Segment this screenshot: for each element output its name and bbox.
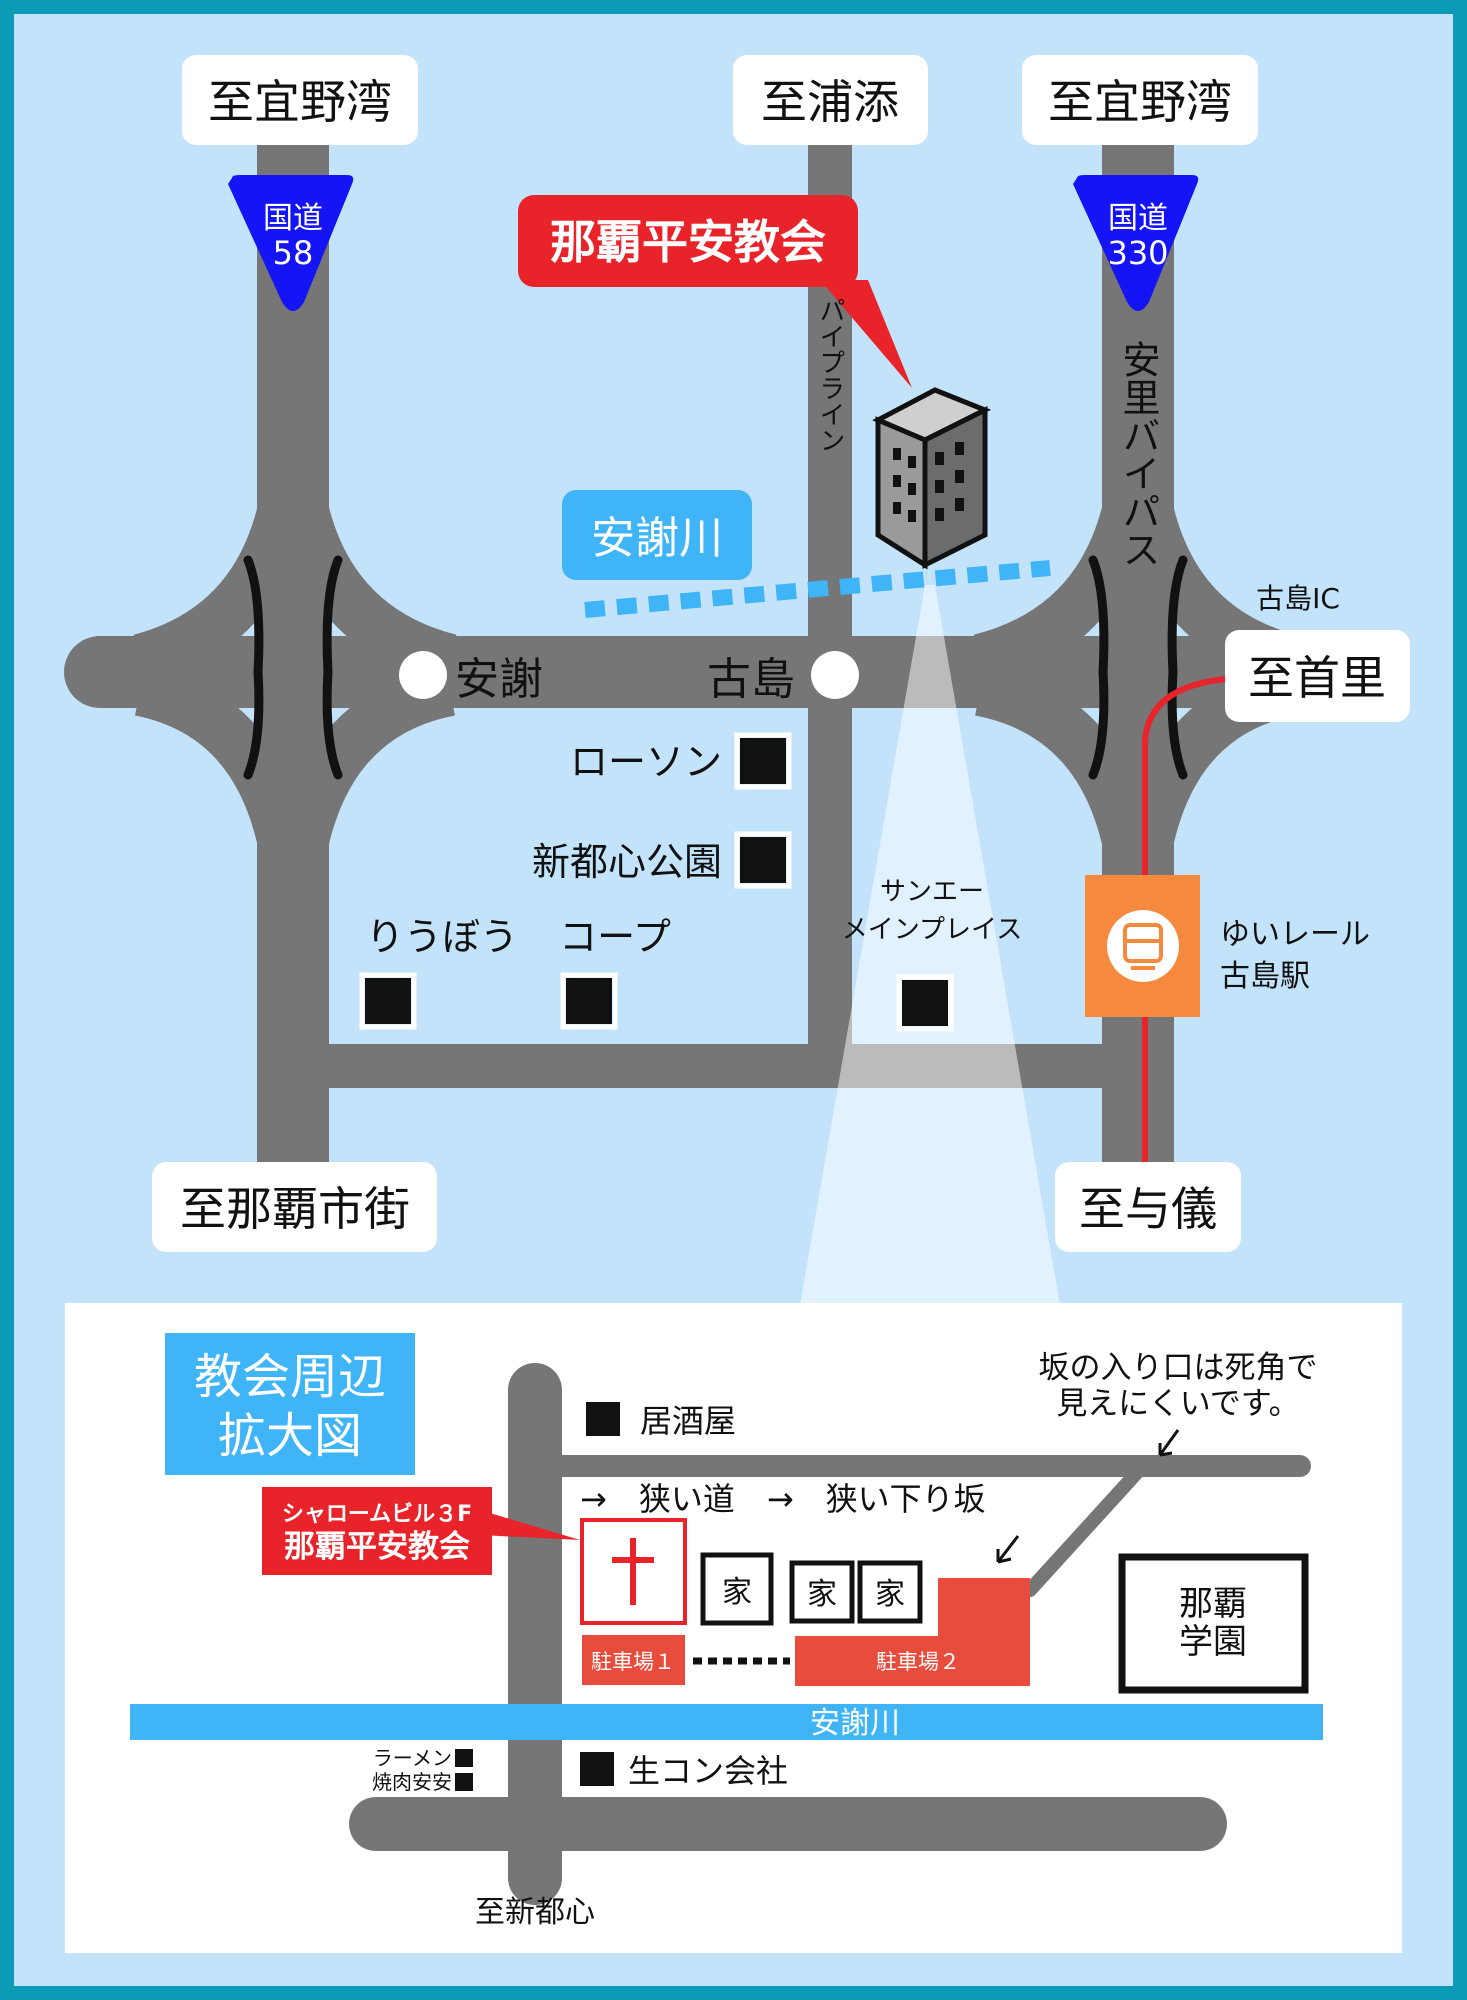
dest-top-right: 至宜野湾 — [1048, 75, 1232, 129]
house-box-2 — [789, 1560, 855, 1624]
pointer-arrows — [996, 1429, 1180, 1564]
building-icon — [872, 387, 992, 570]
yakiniku-marker — [455, 1773, 473, 1791]
inset-church-callout — [262, 1487, 492, 1575]
parking1-label: 駐車場１ — [591, 1650, 675, 1674]
dest-box-right — [1225, 630, 1410, 722]
izakaya-label: 居酒屋 — [640, 1402, 736, 1440]
poi-outlines — [359, 732, 954, 1032]
route-58-line2: 58 — [273, 234, 314, 272]
bypass-label: 安里バイパス — [1116, 340, 1160, 568]
station-icon-circle — [1107, 910, 1179, 982]
dest-box-top-left — [182, 55, 418, 145]
parking2-label: 駐車場２ — [876, 1650, 960, 1674]
ryubo-marker — [365, 978, 411, 1024]
poi-lawson: ローソン — [570, 740, 722, 784]
cross-icon — [612, 1538, 654, 1605]
river-label: 安謝川 — [591, 513, 723, 564]
destination-boxes: 至宜野湾 至浦添 至宜野湾 至那覇市街 至与儀 至首里 — [152, 55, 1410, 1252]
dest-bottom-left: 至那覇市街 — [180, 1182, 410, 1236]
inset-title-box — [165, 1333, 415, 1475]
houses — [700, 1552, 923, 1626]
station-line1: ゆいレール — [1220, 917, 1370, 952]
house-label-2: 家 — [807, 1577, 837, 1612]
house-box-3 — [857, 1560, 923, 1624]
train-icon — [1123, 923, 1163, 970]
river-dotted-line — [584, 560, 1051, 618]
pipeline-label: パイプライン — [815, 297, 845, 453]
inset-title-line1: 教会周辺 — [194, 1349, 386, 1405]
church-callout-label: 那覇平安教会 — [550, 215, 826, 269]
dest-top-left: 至宜野湾 — [208, 75, 392, 129]
interchange-bridge-marks — [243, 555, 1188, 780]
ramen-marker — [455, 1749, 473, 1767]
inset-river — [130, 1704, 1323, 1740]
route-330-line1: 国道 — [1108, 201, 1168, 236]
river-label-box — [562, 490, 752, 580]
inset-roads — [349, 1363, 1311, 1905]
house-label-1: 家 — [722, 1575, 752, 1610]
izakaya-marker — [586, 1402, 620, 1436]
intersection-furujima: 古島 — [707, 654, 795, 705]
yui-rail-line — [1142, 675, 1241, 1170]
concrete-label: 生コン会社 — [628, 1752, 788, 1790]
zoom-beam — [800, 585, 1060, 1305]
church-callout-box — [518, 195, 858, 287]
house-box-1 — [700, 1552, 774, 1626]
station-line2: 古島駅 — [1220, 959, 1310, 994]
slope-note-line1: 坂の入り口は死角で — [1039, 1350, 1318, 1386]
inset-river-label: 安謝川 — [810, 1706, 900, 1741]
inset-road-slope — [1023, 1459, 1150, 1597]
route-330-line2: 330 — [1107, 234, 1168, 272]
dest-box-top-center — [733, 55, 928, 145]
yakiniku-label: 焼肉安安 — [372, 1770, 452, 1794]
intersection-aja-marker — [399, 651, 447, 699]
parking1-box — [582, 1635, 685, 1685]
route-58-line1: 国道 — [263, 201, 323, 236]
building-name-label: シャロームビル３F — [282, 1502, 472, 1527]
school-line1: 那覇 — [1179, 1584, 1247, 1624]
slope-note-line2: 見えにくいです。 — [1056, 1386, 1299, 1422]
route-330-badge — [1073, 175, 1199, 311]
inset-title-line2: 拡大図 — [218, 1408, 362, 1464]
concrete-marker — [580, 1752, 614, 1786]
church-callout-pointer — [820, 280, 912, 388]
ic-label: 古島IC — [1256, 582, 1340, 615]
poi-sanei-line1: サンエー — [880, 877, 984, 907]
intersection-furujima-marker — [811, 651, 859, 699]
dest-box-bottom-left — [152, 1162, 437, 1252]
route-58-badge — [228, 175, 354, 311]
dest-box-bottom-right — [1055, 1162, 1241, 1252]
coop-marker — [566, 978, 612, 1024]
sanei-marker — [902, 980, 948, 1026]
parking2-box — [795, 1578, 1030, 1686]
poi-sanei-line2: メインプレイス — [842, 915, 1022, 945]
intersection-aja: 安謝 — [455, 654, 543, 705]
school-box — [1118, 1553, 1309, 1694]
dest-bottom-right: 至与儀 — [1079, 1182, 1217, 1236]
dest-top-center: 至浦添 — [761, 75, 899, 129]
inset-church-label: 那覇平安教会 — [284, 1529, 470, 1565]
inset-callout-pointer — [480, 1510, 580, 1540]
poi-ryubo: りうぼう — [366, 915, 518, 959]
narrow-road-label: → 狭い道 → 狭い下り坂 — [580, 1480, 986, 1518]
park-marker — [740, 837, 786, 883]
ramen-label: ラーメン — [373, 1746, 452, 1770]
poi-coop: コープ — [559, 915, 671, 959]
dest-box-top-right — [1022, 55, 1258, 145]
house-label-3: 家 — [875, 1577, 905, 1612]
school-line2: 学園 — [1179, 1622, 1247, 1662]
lawson-marker — [740, 738, 786, 784]
inset-dest-bottom: 至新都心 — [475, 1895, 595, 1930]
dest-right: 至首里 — [1248, 651, 1386, 705]
pipeline-label-text: パイプライン — [815, 297, 845, 453]
poi-markers — [365, 738, 948, 1026]
poi-park: 新都心公園 — [532, 840, 722, 884]
